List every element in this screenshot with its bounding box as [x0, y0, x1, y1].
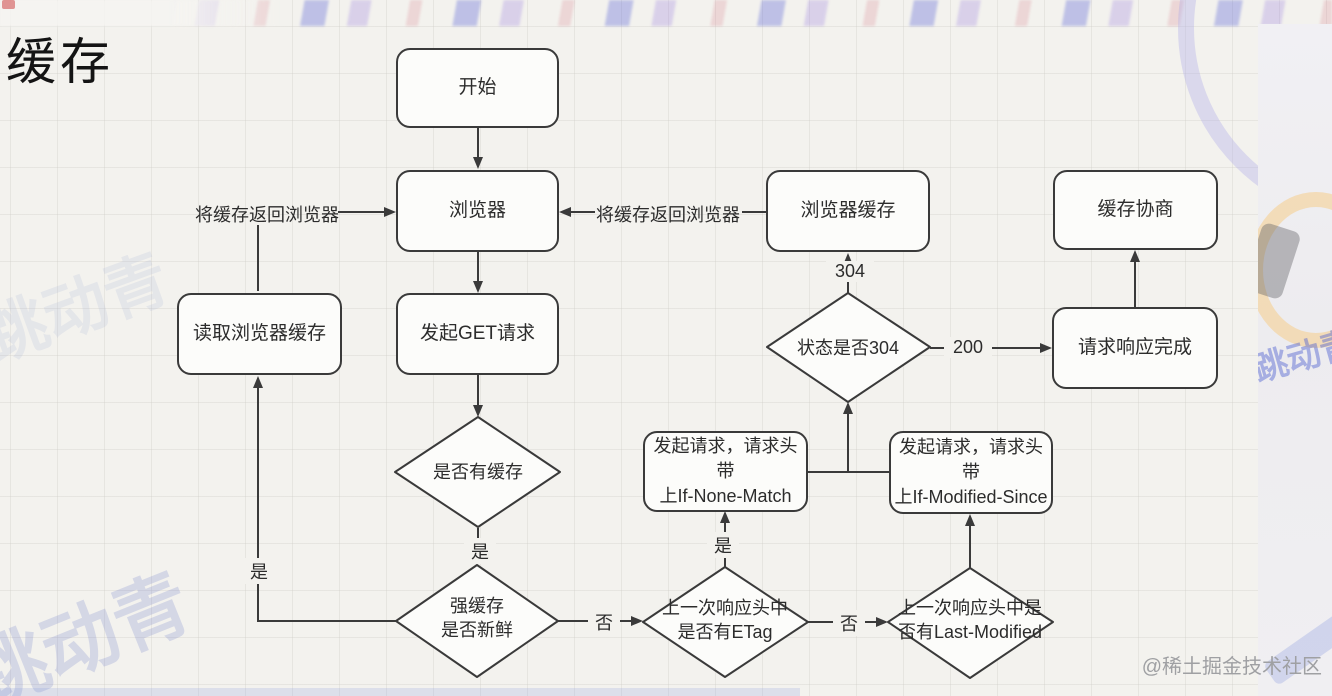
node-request-complete: 请求响应完成 [1052, 307, 1218, 389]
arrow-into-getrequest [473, 281, 483, 293]
arrow-into-ifnonematch [720, 511, 730, 523]
decision-diamonds [394, 292, 1054, 679]
edge-label-304: 304 [826, 261, 874, 282]
diamond-has-cache-text: 是否有缓存 [433, 462, 523, 482]
node-if-none-match-line1: 发起请求，请求头带 [653, 435, 798, 481]
arrow-into-ifmodifiedsince [965, 514, 975, 526]
edge-strongcache-readcache [257, 384, 396, 622]
node-if-modified-since: 发起请求，请求头带 上If-Modified-Since [889, 431, 1053, 514]
arrowheads [253, 157, 1140, 627]
diamond-has-last-modified-label: 上一次响应头中是 否有Last-Modified [878, 596, 1062, 645]
diamond-status-304 [766, 292, 931, 403]
node-start-label: 开始 [458, 76, 497, 98]
node-browser-label: 浏览器 [448, 199, 506, 221]
diamond-has-last-modified-line1: 上一次响应头中是 [898, 598, 1042, 618]
arrow-into-requestcomplete [1040, 343, 1052, 353]
edge-label-yes-has-etag: 是 [707, 532, 739, 558]
top-left-red-mark [2, 0, 15, 9]
node-cache-negotiation: 缓存协商 [1053, 170, 1218, 250]
right-watermark-band: 跳动青 [1258, 24, 1332, 696]
diamond-has-etag-label: 上一次响应头中 是否有ETag [645, 596, 805, 645]
arrow-into-hascache [473, 405, 483, 417]
edge-label-yes-has-cache: 是 [464, 538, 496, 564]
node-if-modified-since-line2: 上If-Modified-Since [894, 487, 1048, 508]
node-if-none-match: 发起请求，请求头带 上If-None-Match [643, 431, 808, 512]
diamond-has-cache [394, 416, 561, 528]
node-read-browser-cache-label: 读取浏览器缓存 [192, 322, 326, 344]
diamond-has-etag-line2: 是否有ETag [677, 622, 773, 643]
page-title: 缓存 [6, 34, 114, 90]
diamond-status-304-label: 状态是否304 [768, 336, 928, 360]
arrow-into-browser-left [384, 207, 396, 217]
diamond-has-last-modified [887, 567, 1054, 679]
diamond-has-etag [642, 566, 809, 678]
node-browser: 浏览器 [396, 170, 559, 252]
diamond-strong-cache-fresh-line1: 强缓存 [450, 596, 504, 616]
node-browser-cache: 浏览器缓存 [766, 170, 930, 252]
diamond-strong-cache-fresh-label: 强缓存 是否新鲜 [397, 594, 557, 643]
node-read-browser-cache: 读取浏览器缓存 [177, 293, 342, 375]
diamond-status-304-text: 状态是否304 [796, 338, 900, 358]
node-request-complete-label: 请求响应完成 [1077, 336, 1192, 358]
arrow-into-status304 [843, 402, 853, 414]
diamond-has-cache-label: 是否有缓存 [398, 460, 558, 484]
node-get-request-label: 发起GET请求 [419, 322, 536, 344]
edge-label-200: 200 [944, 337, 992, 358]
node-get-request: 发起GET请求 [396, 293, 559, 375]
arrow-into-negotiation [1130, 250, 1140, 262]
node-start: 开始 [396, 48, 559, 128]
edge-label-return-cache-left: 将缓存返回浏览器 [195, 205, 339, 225]
diamond-strong-cache-fresh-line2: 是否新鲜 [441, 620, 513, 641]
arrow-into-etag [631, 616, 643, 626]
edge-label-no-strong-cache: 否 [588, 609, 620, 635]
bottom-blue-strip [0, 688, 800, 696]
node-if-none-match-line2: 上If-None-Match [659, 486, 792, 507]
edge-label-yes-to-read-cache: 是 [243, 558, 275, 584]
arrow-into-lastmodified [876, 617, 888, 627]
diamond-has-etag-line1: 上一次响应头中 [662, 598, 788, 618]
arrow-into-readcache [253, 376, 263, 388]
arrow-into-browser-right [559, 207, 571, 217]
top-watermark-banner [0, 0, 1332, 26]
edge-label-return-cache-right: 将缓存返回浏览器 [596, 205, 740, 225]
arrow-into-browser [473, 157, 483, 169]
node-cache-negotiation-label: 缓存协商 [1097, 198, 1174, 220]
node-browser-cache-label: 浏览器缓存 [800, 199, 896, 221]
edge-label-no-has-etag: 否 [833, 610, 865, 636]
node-if-modified-since-line1: 发起请求，请求头带 [899, 436, 1043, 482]
watermark-credit: @稀土掘金技术社区 [1141, 656, 1322, 678]
diamond-has-last-modified-line2: 否有Last-Modified [897, 622, 1043, 643]
diamond-strong-cache-fresh [395, 564, 559, 678]
